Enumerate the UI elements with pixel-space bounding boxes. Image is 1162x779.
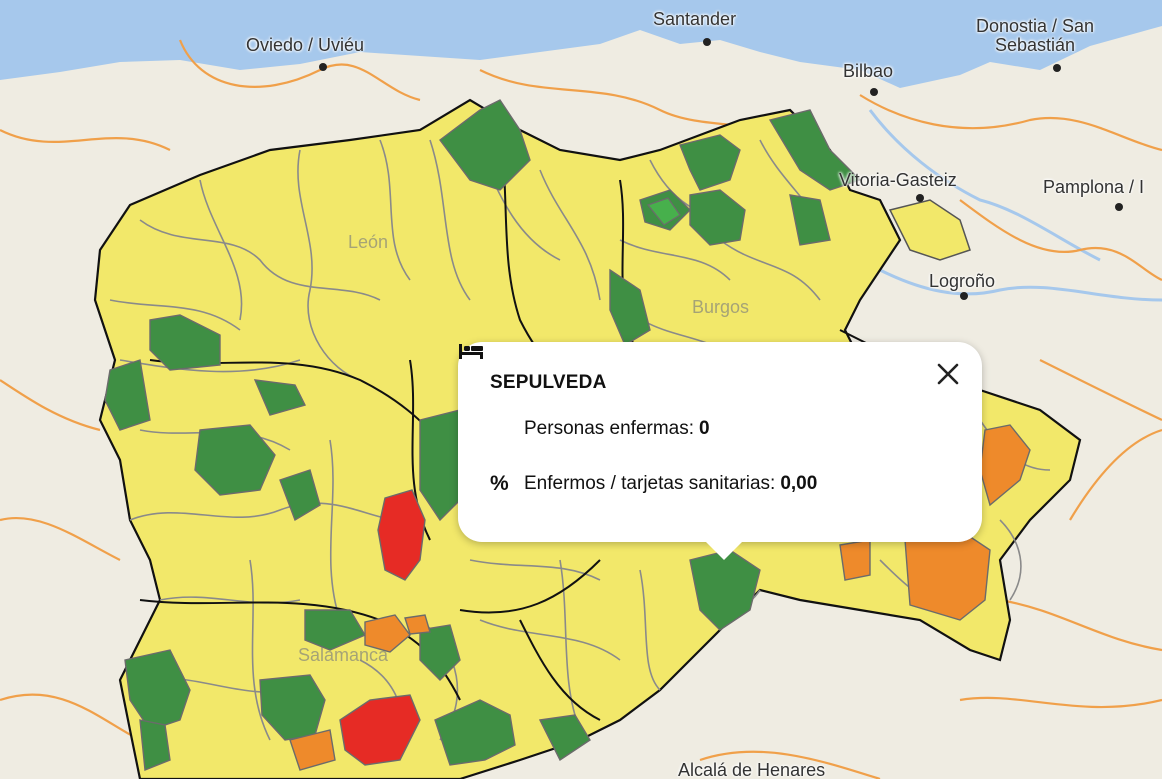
- popup-row-sick-value: 0: [699, 418, 710, 439]
- popup-row-ratio: % Enfermos / tarjetas sanitarias: 0,00: [490, 472, 950, 496]
- city-label-santander[interactable]: Santander: [653, 9, 737, 29]
- city-label-leon[interactable]: León: [348, 232, 389, 252]
- popup-row-ratio-label: Enfermos / tarjetas sanitarias:: [524, 473, 776, 494]
- city-label-alcala[interactable]: Alcalá de Henares: [678, 760, 826, 779]
- city-label-donostia[interactable]: Donostia / San Sebastián: [976, 17, 1094, 55]
- city-label-pamplona[interactable]: Pamplona / I: [1043, 177, 1145, 197]
- river-2: [879, 268, 1162, 302]
- city-label-salamanca[interactable]: Salamanca: [298, 645, 389, 665]
- municipalities-green[interactable]: [104, 99, 862, 771]
- popup-row-ratio-value: 0,00: [780, 473, 818, 494]
- municipalities-red[interactable]: [339, 489, 426, 766]
- river-1: [868, 109, 1101, 262]
- municipality-popup: SEPULVEDA Personas enfermas: 0 % Enfermo…: [458, 342, 982, 560]
- sea-water: [0, 0, 1162, 88]
- city-label-donostia-line1: Donostia / San: [976, 16, 1095, 36]
- city-label-burgos[interactable]: Burgos: [692, 297, 750, 317]
- city-markers: [319, 38, 1123, 300]
- city-label-bilbao[interactable]: Bilbao: [843, 61, 894, 81]
- municipality-lightgreen[interactable]: [647, 197, 681, 226]
- popup-title: SEPULVEDA: [490, 372, 607, 393]
- popup-close-button[interactable]: [934, 360, 962, 388]
- region-east-piece[interactable]: [888, 199, 971, 261]
- city-label-vitoria[interactable]: Vitoria-Gasteiz: [839, 170, 957, 190]
- close-icon: [937, 363, 959, 385]
- city-label-donostia-line2: Sebastián: [995, 34, 1076, 55]
- percent-icon: %: [490, 472, 509, 495]
- popup-row-sick-label: Personas enfermas:: [524, 418, 695, 439]
- municipalities-orange[interactable]: [289, 424, 1031, 771]
- popup-row-sick-people: Personas enfermas: 0: [459, 344, 950, 440]
- city-label-oviedo[interactable]: Oviedo / Uviéu: [246, 35, 365, 55]
- city-label-logrono[interactable]: Logroño: [929, 271, 996, 291]
- road-network: [0, 39, 1162, 779]
